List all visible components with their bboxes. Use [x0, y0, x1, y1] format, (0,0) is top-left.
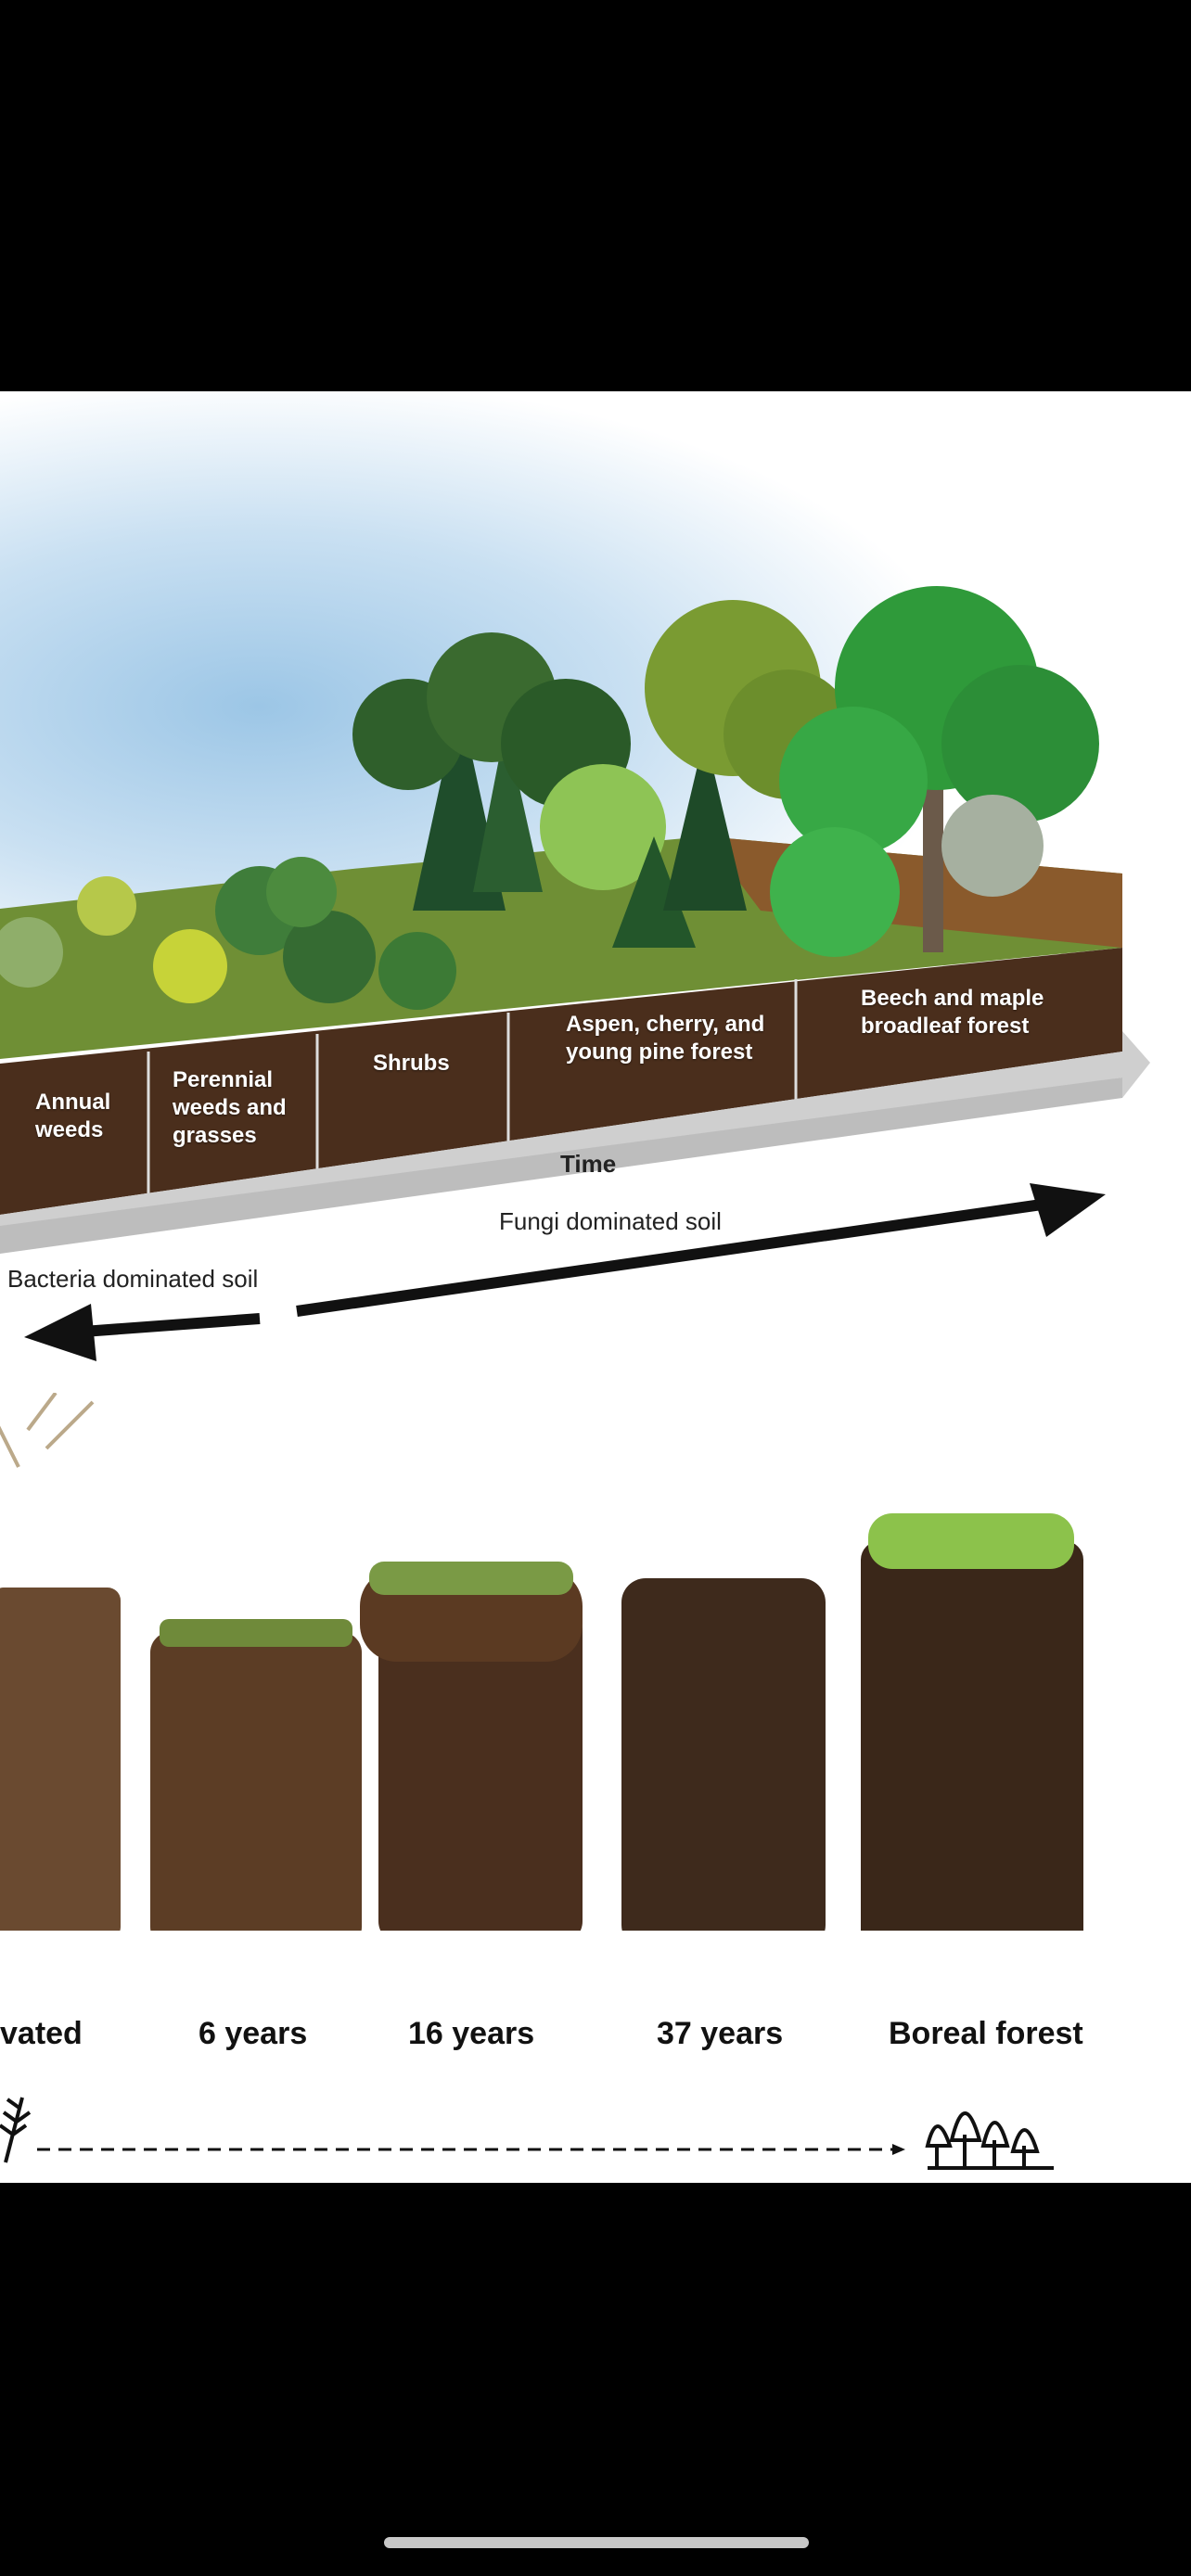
core-16-years: [360, 1562, 583, 1931]
soil-cores-illustration: [0, 1393, 1083, 1931]
core-label-cultivated: vated: [0, 2016, 83, 2051]
core-label-boreal: Boreal forest: [889, 2016, 1083, 2051]
infographic-panel: Annual weeds Perennial weeds and grasses…: [0, 391, 1191, 2183]
broadleaf-forest-group: [645, 586, 1099, 957]
stage-label-broadleaf: Beech and maple broadleaf forest: [861, 986, 1044, 1039]
core-label-37-years: 37 years: [657, 2016, 784, 2051]
core-6-years: [150, 1619, 362, 1931]
core-37-years: [621, 1578, 826, 1931]
core-cultivated: [0, 1393, 121, 1931]
fungi-label: Fungi dominated soil: [499, 1207, 722, 1235]
bottom-timeline: [0, 2097, 1054, 2170]
core-label-6-years: 6 years: [198, 2016, 308, 2051]
fungi-arrow-head: [1030, 1183, 1106, 1237]
fungi-arrow-shaft: [296, 1198, 1049, 1317]
core-boreal: [861, 1513, 1083, 1931]
soil-block: [0, 948, 1122, 1215]
bacteria-arrow-head: [24, 1304, 96, 1361]
stage-label-perennial: Perennial weeds and grasses: [173, 1067, 287, 1148]
time-label: Time: [560, 1150, 617, 1178]
home-indicator[interactable]: [384, 2537, 809, 2548]
young-forest-group: [352, 632, 747, 948]
shrubs-group: [0, 857, 456, 1010]
timeline-arrow-head: [892, 2144, 905, 2155]
stage-label-aspen: Aspen, cherry, and young pine forest: [566, 1012, 765, 1065]
wheat-icon: [0, 2097, 32, 2163]
core-label-16-years: 16 years: [408, 2016, 535, 2051]
bacteria-label: Bacteria dominated soil: [7, 1265, 259, 1293]
stage-label-shrubs: Shrubs: [373, 1051, 450, 1076]
succession-illustration: [0, 586, 1150, 1361]
forest-icon: [925, 2111, 1054, 2170]
stage-label-annual: Annual weeds: [35, 1090, 111, 1142]
bacteria-arrow-shaft: [83, 1313, 261, 1337]
